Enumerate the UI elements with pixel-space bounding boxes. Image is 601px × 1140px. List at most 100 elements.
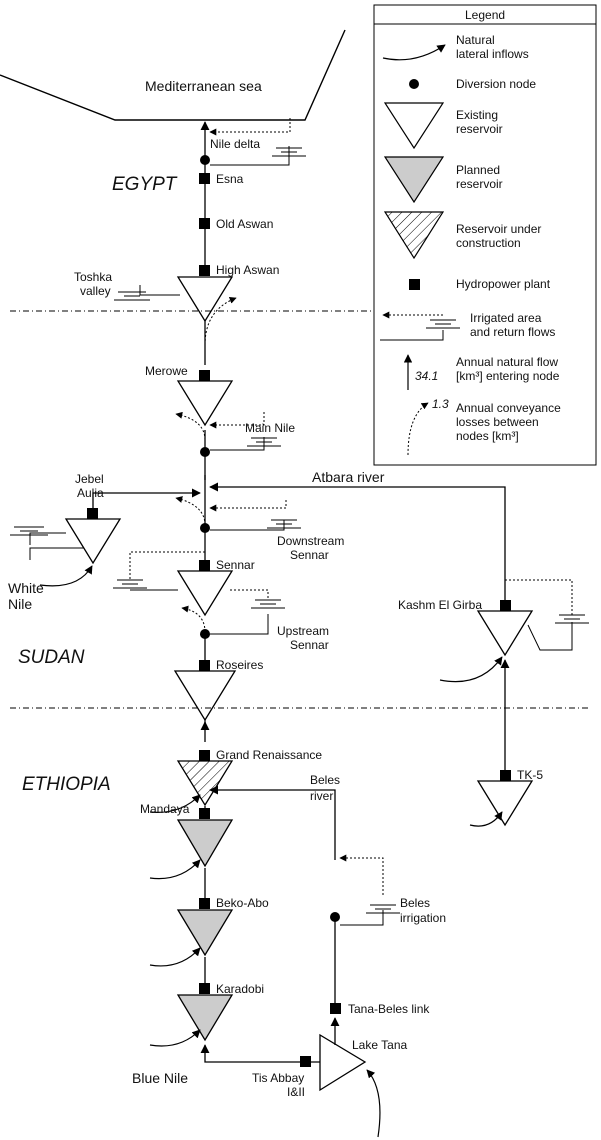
legend-item-5-line-2: construction: [456, 236, 521, 250]
label-high-aswan: High Aswan: [216, 263, 279, 277]
loss-downstream-sennar: [175, 496, 206, 526]
loss-merowe: [204, 297, 237, 346]
irrigation-nile-delta: [209, 118, 306, 166]
legend-item-9-line-3: nodes [km³]: [456, 429, 519, 443]
label-tis-1: Tis Abbay: [252, 1071, 304, 1085]
legend-lateral-inflow-icon: [382, 44, 446, 61]
label-beles-river-2: river: [310, 789, 333, 803]
inflow-mandaya: [149, 859, 201, 880]
label-lake-tana: Lake Tana: [352, 1038, 407, 1052]
label-beles-river-1: Beles: [310, 773, 340, 787]
legend-item-1-line-1: Natural: [456, 33, 495, 47]
country-egypt: EGYPT: [112, 174, 178, 195]
label-tana-beles: Tana-Beles link: [348, 1002, 430, 1016]
blue-nile-flow: [200, 1044, 320, 1063]
label-karadobi: Karadobi: [216, 982, 264, 996]
hydropower-tana-beles: [330, 1003, 341, 1014]
legend-construction-reservoir-icon: [383, 211, 445, 260]
beles-river-flow: [209, 785, 336, 860]
label-beles-irr-2: irrigation: [400, 911, 446, 925]
legend-item-3-line-2: reservoir: [456, 122, 503, 136]
legend-conveyance-value: 1.3: [432, 397, 449, 411]
legend: Legend Natural lateral inflows Diversion…: [373, 4, 597, 466]
hydropower-old-aswan: [199, 218, 210, 229]
legend-planned-reservoir-icon: [383, 156, 445, 204]
inflow-kashm: [439, 656, 503, 683]
label-white-nile-1: White: [8, 580, 44, 596]
reservoir-roseires: [173, 670, 237, 722]
legend-hydropower-icon: [409, 279, 420, 290]
legend-natural-flow-value: 34.1: [415, 369, 438, 383]
label-mandaya: Mandaya: [140, 802, 190, 816]
hydropower-merowe: [199, 370, 210, 381]
legend-item-4-line-1: Planned: [456, 163, 500, 177]
label-atbara-river: Atbara river: [312, 469, 385, 485]
legend-item-8-line-2: [km³] entering node: [456, 369, 560, 383]
label-beko-abo: Beko-Abo: [216, 896, 269, 910]
hydropower-karadobi: [199, 983, 210, 994]
legend-item-7-line-2: and return flows: [470, 325, 555, 339]
legend-item-3-line-1: Existing: [456, 108, 498, 122]
irrigation-upstream-sennar: [210, 589, 285, 635]
label-toshka-1: Toshka: [74, 270, 112, 284]
hydropower-roseires: [199, 660, 210, 671]
reservoir-high-aswan: [176, 276, 234, 323]
irrigation-main-nile: [209, 412, 281, 451]
irrigation-jebel-aulia: [10, 526, 84, 560]
reservoir-beko-abo: [176, 909, 234, 957]
label-tk5: TK-5: [517, 768, 543, 782]
label-upstream-1: Upstream: [277, 624, 329, 638]
irrigation-beles: [339, 854, 400, 926]
reservoir-grand-renaissance: [176, 760, 234, 807]
irrigation-sennar-left: [113, 551, 205, 591]
legend-item-6-line-1: Hydropower plant: [456, 277, 551, 291]
legend-item-8-line-1: Annual natural flow: [456, 355, 558, 369]
reservoir-jebel-aulia: [64, 518, 122, 565]
sea-label: Mediterranean sea: [145, 78, 262, 94]
hydropower-beko-abo: [199, 898, 210, 909]
white-nile-flow: [92, 488, 201, 519]
inflow-beko-abo: [149, 947, 201, 967]
loss-upstream-sennar: [181, 605, 206, 633]
label-tis-2: I&II: [287, 1085, 305, 1099]
diversion-node-beles: [330, 912, 340, 922]
diversion-node-nile-delta: [200, 155, 210, 165]
label-kashm: Kashm El Girba: [398, 598, 482, 612]
label-nile-delta: Nile delta: [210, 137, 260, 151]
reservoir-merowe: [176, 380, 234, 427]
hydropower-esna: [199, 173, 210, 184]
hydropower-tk5: [500, 770, 511, 781]
hydropower-sennar: [199, 560, 210, 571]
legend-diversion-node-icon: [409, 79, 419, 89]
label-merowe: Merowe: [145, 364, 188, 378]
reservoir-mandaya: [176, 819, 234, 868]
hydropower-kashm-el-girba: [500, 600, 511, 611]
label-blue-nile: Blue Nile: [132, 1070, 188, 1086]
label-jebel-1: Jebel: [75, 472, 104, 486]
reservoir-kashm-el-girba: [476, 610, 534, 657]
label-roseires: Roseires: [216, 658, 263, 672]
inflow-gerd: [149, 794, 201, 813]
label-toshka-2: valley: [80, 284, 111, 298]
irrigation-toshka: [114, 285, 180, 301]
hydropower-grand-renaissance: [199, 750, 210, 761]
irrigation-downstream-sennar: [209, 500, 301, 531]
hydropower-tis-abbay: [300, 1056, 311, 1067]
legend-item-1-line-2: lateral inflows: [456, 47, 529, 61]
diversion-node-main-nile: [200, 447, 210, 457]
atbara-river: [209, 482, 506, 600]
label-old-aswan: Old Aswan: [216, 217, 273, 231]
label-jebel-2: Aulia: [77, 486, 104, 500]
reservoir-tk5: [476, 780, 534, 827]
country-ethiopia: ETHIOPIA: [22, 774, 111, 795]
legend-existing-reservoir-icon: [383, 102, 445, 150]
inflow-karadobi: [149, 1029, 201, 1047]
legend-item-7-line-1: Irrigated area: [470, 311, 542, 325]
diversion-node-upstream-sennar: [200, 629, 210, 639]
legend-irrigation-icon: [380, 311, 460, 341]
hydropower-high-aswan: [199, 265, 210, 276]
irrigation-kashm: [505, 579, 589, 651]
inflow-tk5: [469, 811, 503, 827]
label-esna: Esna: [216, 172, 244, 186]
inflow-white-nile: [39, 565, 93, 587]
